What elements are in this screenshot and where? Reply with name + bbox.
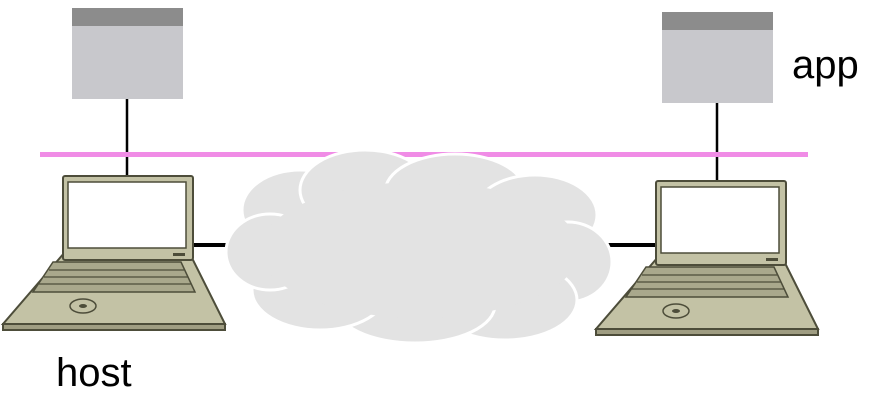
network-cloud-icon (224, 148, 614, 345)
host-label: host (56, 351, 132, 395)
right-app-window-icon (662, 12, 773, 103)
app-layer-line (40, 152, 808, 157)
right-host-laptop-icon (595, 180, 819, 336)
left-app-window-icon (72, 8, 183, 99)
left-host-laptop-icon (2, 175, 226, 331)
app-label: app (792, 43, 859, 87)
